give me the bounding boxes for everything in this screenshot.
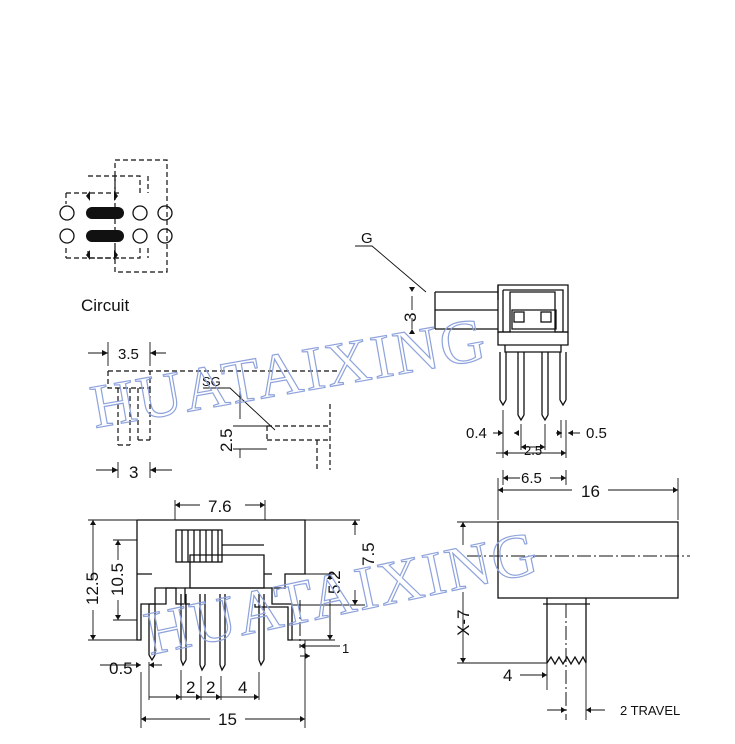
watermark-upper: HUATAIXING — [86, 305, 492, 442]
actuator-height-label: 3 — [401, 313, 420, 322]
leg-height-label: 5.2 — [325, 570, 344, 594]
pin-thickness-label: 1 — [342, 641, 349, 656]
gap-label: G — [361, 230, 373, 247]
top-pin-thickness-label: 0.4 — [466, 425, 487, 442]
actuator-ridges — [181, 530, 219, 562]
pin-pitch-2-label: 2 — [206, 678, 215, 697]
front-view: 7.6 12.5 10.5 7.5 5.2 0.5 2 2 4 15 1 — [83, 497, 378, 729]
side-leg-label: 3 — [129, 463, 138, 482]
circuit-slider-top — [86, 207, 124, 219]
overall-width-label: 15 — [218, 710, 237, 729]
body-width-label: 7.6 — [208, 497, 232, 516]
sg-height-label: 2.5 — [217, 428, 236, 452]
top-width-label: 6.5 — [521, 470, 542, 487]
right-view-arrows — [460, 487, 678, 713]
circuit-contacts — [59, 205, 173, 244]
right-view: 16 X-7 4 2 TRAVEL — [454, 478, 690, 720]
circuit-slider-bottom — [86, 230, 124, 242]
offset-label: 0.5 — [109, 659, 133, 678]
circuit-label: Circuit — [81, 296, 129, 315]
front-view-arrows — [90, 502, 358, 722]
length-label: 16 — [581, 482, 600, 501]
right-height-label: 7.5 — [359, 542, 378, 566]
circuit-arrowheads — [86, 191, 118, 260]
top-view: G 3 0.4 2.5 0.5 6.5 — [355, 230, 607, 487]
top-pin-width-label: 0.5 — [586, 425, 607, 442]
side-width-label: 3.5 — [118, 346, 139, 363]
sg-label: SG — [202, 374, 221, 389]
top-view-pins — [499, 352, 567, 422]
circuit-diagram: Circuit — [59, 159, 173, 315]
travel-label: 2 TRAVEL — [620, 703, 680, 718]
inner-height-label: 10.5 — [108, 563, 127, 596]
front-view-pins — [148, 594, 265, 672]
overall-height-label: 12.5 — [83, 572, 102, 605]
pin-pitch-1-label: 2 — [186, 678, 195, 697]
height-formula-label: X-7 — [454, 610, 473, 636]
side-view-arrows — [102, 350, 156, 473]
pin-pitch-3-label: 4 — [238, 678, 247, 697]
top-view-arrows — [409, 287, 573, 456]
top-pin-spacing-label: 2.5 — [524, 443, 542, 458]
actuator-width-label: 4 — [503, 666, 512, 685]
side-view: 3.5 3 SG 2.5 — [88, 342, 340, 482]
